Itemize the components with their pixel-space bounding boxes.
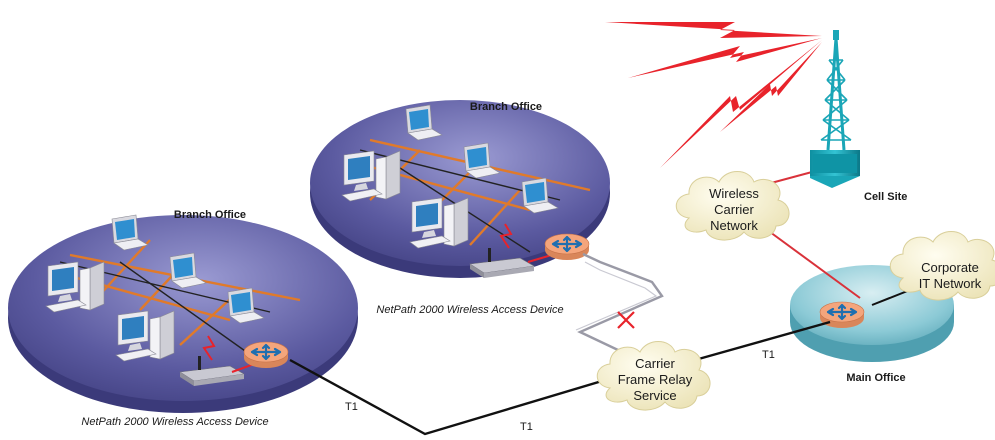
corporate-it-line1: Corporate xyxy=(921,260,979,275)
branch-office-1-title: Branch Office xyxy=(174,209,246,221)
frame-relay-line3: Service xyxy=(633,388,676,403)
frame-relay-line1: Carrier xyxy=(635,356,675,371)
wireless-carrier-line1: Wireless xyxy=(709,186,759,201)
network-links xyxy=(289,171,921,436)
t1-link-main xyxy=(694,320,831,362)
wireless-signal-icon xyxy=(202,335,216,361)
t1-label-right: T1 xyxy=(762,349,775,361)
router-icon xyxy=(543,232,591,262)
wireless-carrier-link xyxy=(769,231,861,299)
failed-link-x-icon xyxy=(617,311,635,329)
cell-site-label: Cell Site xyxy=(864,191,907,203)
frame-relay-link xyxy=(577,252,664,352)
wireless-signal-icon xyxy=(499,223,513,249)
t1-label-bottom: T1 xyxy=(520,421,533,433)
branch-office-2-disc xyxy=(310,100,610,279)
lightning-bolts xyxy=(605,22,822,168)
branch-office-1-device-caption: NetPath 2000 Wireless Access Device xyxy=(81,416,268,428)
corporate-it-line2: IT Network xyxy=(919,276,982,291)
t1-link-branch xyxy=(289,358,613,436)
branch-office-2-device-caption: NetPath 2000 Wireless Access Device xyxy=(376,304,563,316)
wireless-carrier-line2: Carrier xyxy=(714,202,754,217)
cell-tower-icon xyxy=(810,30,860,188)
desktop-computer-icon xyxy=(409,197,469,249)
frame-relay-line2: Frame Relay xyxy=(618,372,693,387)
branch-office-1-disc xyxy=(8,214,358,413)
main-office-label: Main Office xyxy=(846,372,905,384)
t1-label-left: T1 xyxy=(345,401,358,413)
branch-office-2-title: Branch Office xyxy=(470,101,542,113)
router-icon xyxy=(242,340,290,370)
desktop-computer-icon xyxy=(115,310,175,362)
desktop-computer-icon xyxy=(45,261,105,313)
wireless-carrier-line3: Network xyxy=(710,218,758,233)
desktop-computer-icon xyxy=(341,150,401,202)
